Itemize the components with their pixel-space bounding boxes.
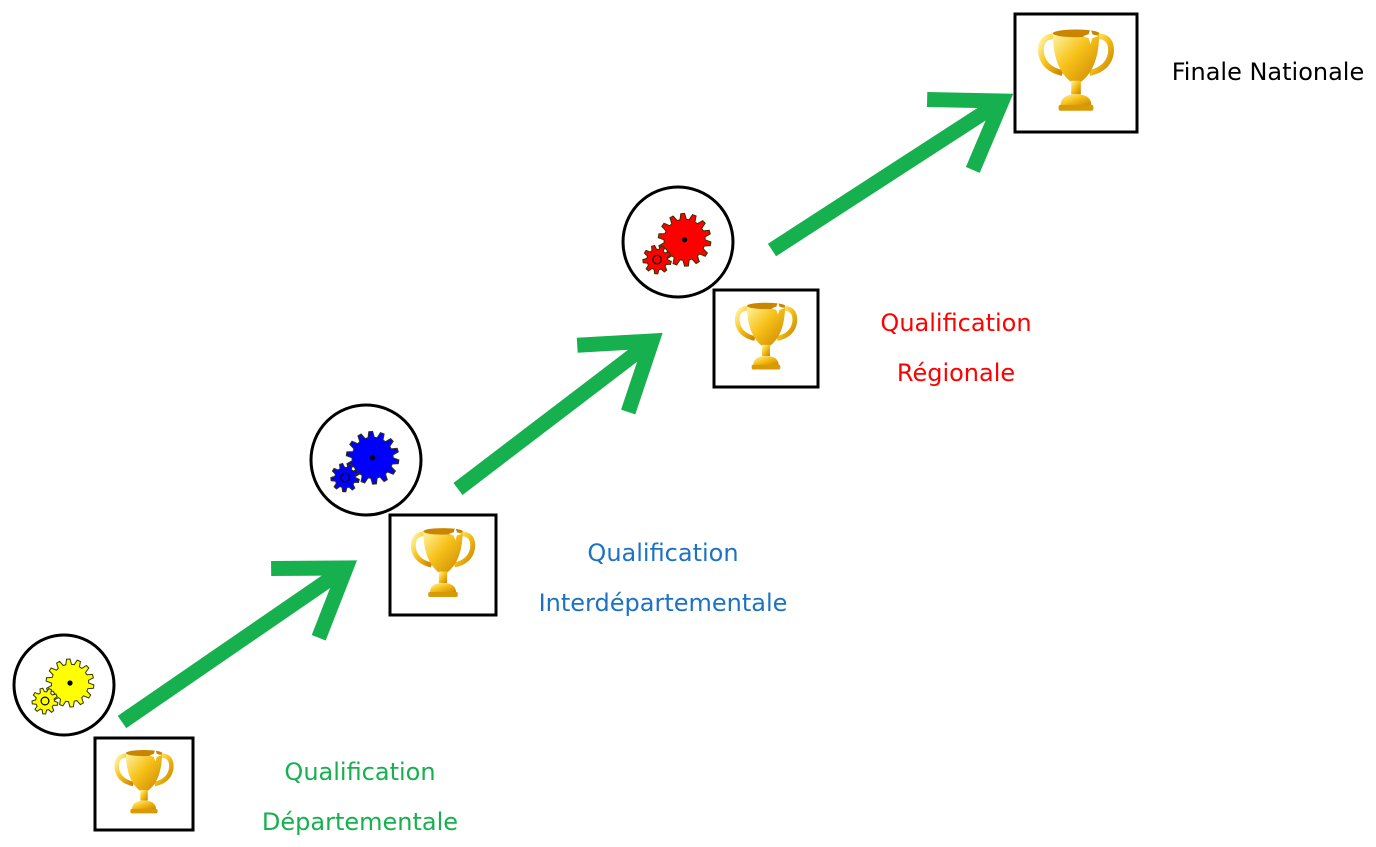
stage-label-line2: Régionale	[896, 359, 1016, 387]
gears-icon	[12, 633, 116, 737]
stage-label-line2: Interdépartementale	[538, 589, 788, 617]
progression-arrow	[767, 91, 1014, 257]
stage-label-line1: Qualification	[284, 758, 436, 786]
gears-icon	[621, 185, 735, 299]
stage-label-interdepartementale: Qualification Interdépartementale	[508, 528, 818, 628]
stage-label-line2: Départementale	[261, 808, 459, 836]
progression-arrow	[453, 332, 663, 495]
stage-label-departementale: Qualification Départementale	[234, 747, 486, 847]
trophy-box	[1013, 12, 1139, 134]
stage-label-regionale: Qualification Régionale	[860, 298, 1052, 398]
progression-arrow	[117, 560, 358, 729]
trophy-box	[93, 736, 195, 832]
stage-label-finale-nationale: Finale Nationale	[1158, 47, 1376, 97]
stage-label-line1: Finale Nationale	[1171, 58, 1365, 86]
trophy-box	[712, 288, 820, 389]
gears-icon	[309, 403, 423, 517]
stage-label-line1: Qualification	[880, 309, 1032, 337]
stage-label-line1: Qualification	[587, 539, 739, 567]
trophy-box	[388, 513, 498, 617]
